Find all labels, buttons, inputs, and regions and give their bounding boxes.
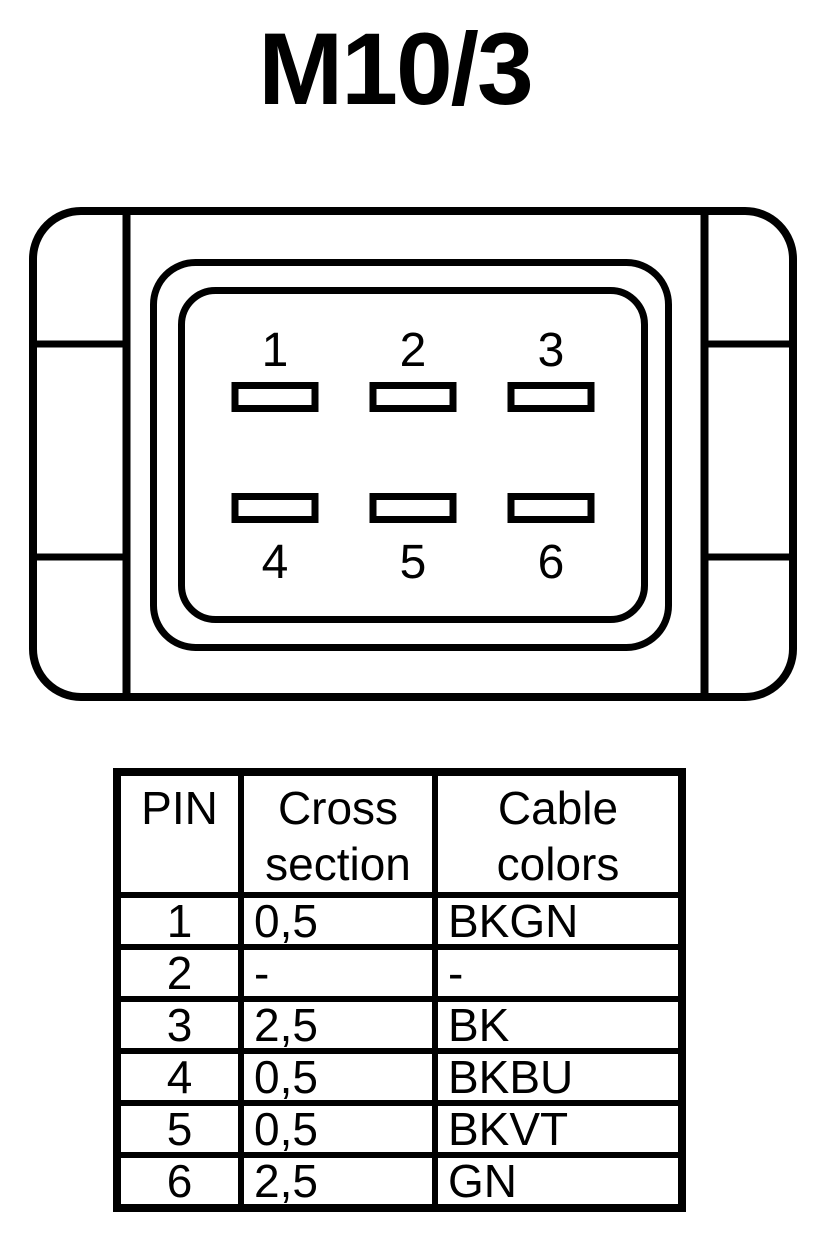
cell-cable-color: BKBU <box>432 1048 685 1107</box>
header-line: Cable <box>497 782 619 834</box>
connector-outer-shell <box>29 207 797 701</box>
pin-slot-5 <box>369 493 457 523</box>
cell-cable-color: BK <box>432 996 685 1055</box>
column-header-pin: PIN <box>114 768 244 899</box>
column-header-cross-section: Cross section <box>238 768 438 899</box>
cell-pin: 2 <box>114 944 244 1003</box>
column-header-cable-colors: Cable colors <box>432 768 685 899</box>
cell-cross-section: 2,5 <box>238 1152 438 1212</box>
cell-cable-color: - <box>432 944 685 1003</box>
cell-cross-section: 0,5 <box>238 1048 438 1107</box>
pinout-table: PIN Cross section Cable colors 1 0,5 BKG… <box>113 768 686 1213</box>
cell-cross-section: 0,5 <box>238 892 438 951</box>
pin-label-5: 5 <box>400 536 427 589</box>
table-row: 1 0,5 BKGN <box>114 892 685 951</box>
pin-label-1: 1 <box>262 324 289 377</box>
pin-label-2: 2 <box>400 324 427 377</box>
connector-inner-frame <box>178 287 648 623</box>
table-row: 4 0,5 BKBU <box>114 1048 685 1107</box>
cell-pin: 6 <box>114 1152 244 1212</box>
table-row: 3 2,5 BK <box>114 996 685 1055</box>
pin-label-4: 4 <box>262 536 289 589</box>
table-row: 5 0,5 BKVT <box>114 1100 685 1159</box>
cell-cross-section: 0,5 <box>238 1100 438 1159</box>
cell-cross-section: - <box>238 944 438 1003</box>
cell-pin: 4 <box>114 1048 244 1107</box>
pin-slot-2 <box>369 382 457 412</box>
cell-pin: 1 <box>114 892 244 951</box>
page-title: M10/3 <box>258 12 534 126</box>
pin-label-6: 6 <box>538 536 565 589</box>
cell-cable-color: BKVT <box>432 1100 685 1159</box>
connector-diagram: 1 2 3 4 5 6 <box>29 207 797 701</box>
table-header-row: PIN Cross section Cable colors <box>114 768 685 899</box>
cell-cable-color: GN <box>432 1152 685 1212</box>
pin-slot-3 <box>507 382 595 412</box>
table-row: 2 - - <box>114 944 685 1003</box>
table-row: 6 2,5 GN <box>114 1152 685 1212</box>
header-line: Cross <box>277 782 399 834</box>
cell-cross-section: 2,5 <box>238 996 438 1055</box>
cell-cable-color: BKGN <box>432 892 685 951</box>
pin-label-3: 3 <box>538 324 565 377</box>
header-line: colors <box>496 838 620 891</box>
pin-slot-6 <box>507 493 595 523</box>
cell-pin: 5 <box>114 1100 244 1159</box>
header-line: section <box>265 838 411 891</box>
pin-slot-4 <box>231 493 319 523</box>
pin-slot-1 <box>231 382 319 412</box>
cell-pin: 3 <box>114 996 244 1055</box>
connector-middle-frame <box>150 259 672 651</box>
